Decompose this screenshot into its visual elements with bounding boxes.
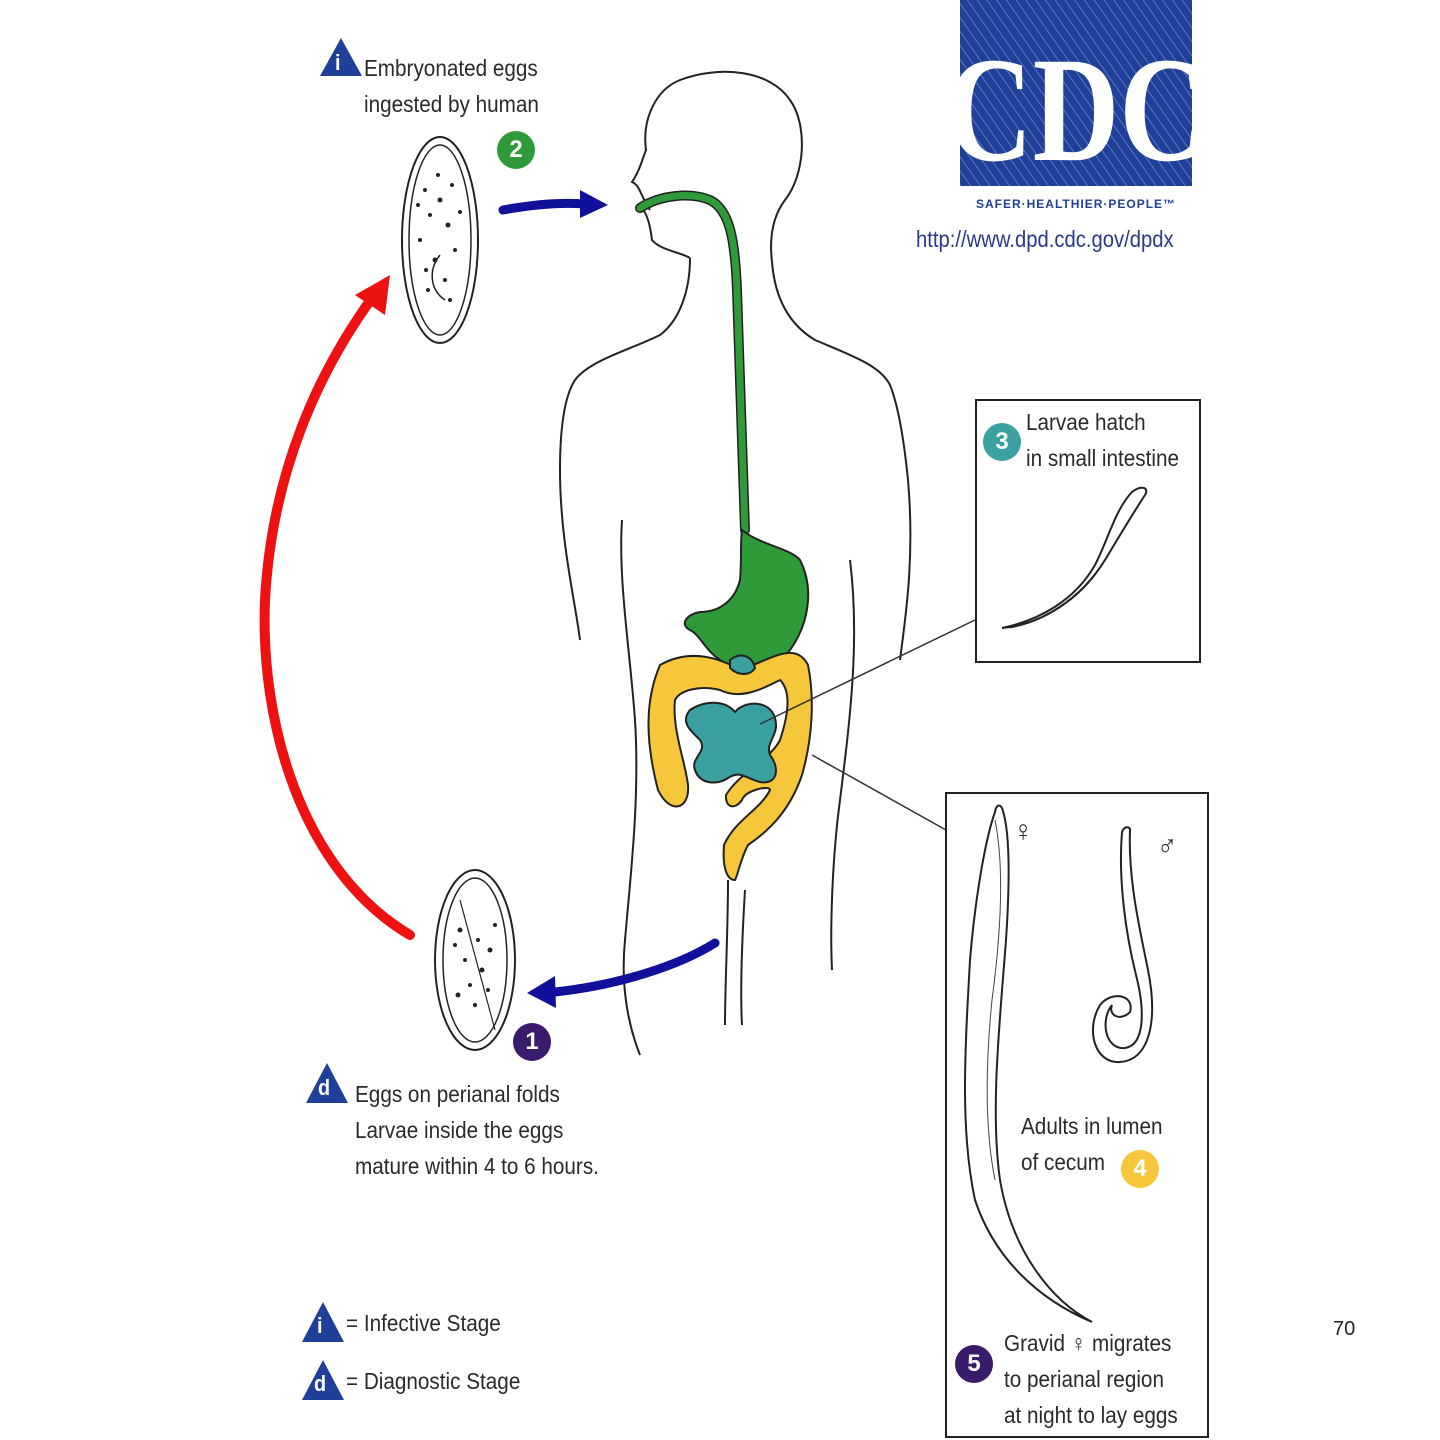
step1-line-3: mature within 4 to 6 hours. [355, 1153, 599, 1179]
step2-line-1: Embryonated eggs [364, 55, 538, 81]
step5-label: Gravid ♀ migrates to perianal region at … [1004, 1325, 1178, 1433]
step1-line-2: Larvae inside the eggs [355, 1117, 564, 1143]
embryonated-egg [401, 136, 479, 344]
step4-label: Adults in lumen of cecum [1021, 1108, 1163, 1180]
pointer-lines [759, 619, 976, 831]
arrow-eggs-to-mouth [498, 190, 608, 218]
step2-label: Embryonated eggs ingested by human [364, 50, 539, 122]
step1-label: Eggs on perianal folds Larvae inside the… [355, 1076, 599, 1184]
male-symbol: ♂ [1157, 830, 1178, 863]
step5-line-3: at night to lay eggs [1004, 1402, 1178, 1428]
perianal-egg [434, 869, 516, 1051]
legend-diagnostic: = Diagnostic Stage [346, 1368, 521, 1394]
esophagus-stomach [635, 190, 810, 672]
step1-badge: 1 [513, 1023, 551, 1061]
legend-letter-d: d [314, 1371, 327, 1396]
human-body-outline [559, 70, 912, 1056]
step5-line-2: to perianal region [1004, 1366, 1164, 1392]
marker-letter-d: d [318, 1075, 331, 1100]
cdc-tagline: SAFER·HEALTHIER·PEOPLE™ [976, 197, 1176, 211]
step5-line-1: Gravid ♀ migrates [1004, 1330, 1172, 1356]
page-number: 70 [1333, 1318, 1356, 1340]
infective-stage-marker-top [320, 38, 362, 76]
step2-line-2: ingested by human [364, 91, 539, 117]
cdc-logo: CDC SAFER·HEALTHIER·PEOPLE™ [946, 0, 1206, 211]
step4-line-2: of cecum [1021, 1149, 1105, 1175]
adults-box [945, 792, 1209, 1438]
cdc-url[interactable]: http://www.dpd.cdc.gov/dpdx [916, 226, 1174, 252]
step3-line-1: Larvae hatch [1026, 409, 1146, 435]
legend-letter-i: i [317, 1313, 323, 1338]
step3-label: Larvae hatch in small intestine [1026, 404, 1179, 476]
step4-line-1: Adults in lumen [1021, 1113, 1163, 1139]
step5-badge: 5 [955, 1345, 993, 1383]
large-intestine [647, 652, 813, 882]
female-symbol: ♀ [1013, 815, 1034, 848]
arrow-body-to-egg [527, 938, 720, 1008]
legend-infective: = Infective Stage [346, 1310, 501, 1336]
small-intestine [684, 654, 778, 784]
step3-line-2: in small intestine [1026, 445, 1180, 471]
legend-infective-triangle [302, 1302, 344, 1342]
cdc-logo-text: CDC [946, 27, 1206, 193]
step1-line-1: Eggs on perianal folds [355, 1081, 560, 1107]
arrow-cycle-red [259, 275, 415, 940]
legend-diagnostic-triangle [302, 1360, 344, 1400]
step3-badge: 3 [983, 423, 1021, 461]
diagnostic-stage-marker [306, 1063, 348, 1103]
step2-badge: 2 [497, 131, 535, 169]
marker-letter-i-top: i [335, 50, 341, 75]
step4-badge: 4 [1121, 1150, 1159, 1188]
